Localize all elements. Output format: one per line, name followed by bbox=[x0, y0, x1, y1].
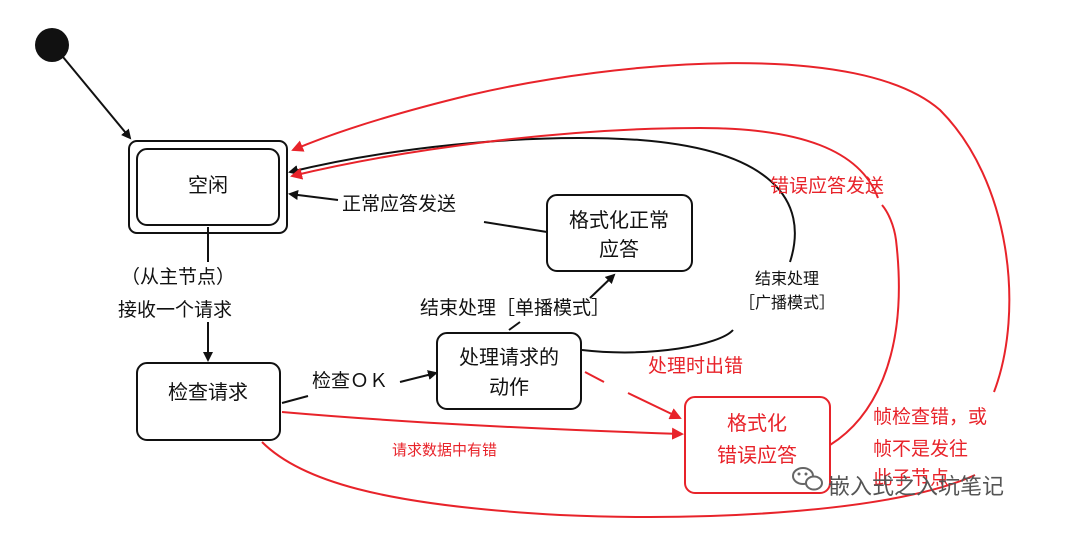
edge-check-to-process bbox=[399, 370, 438, 383]
edge-process-to-format-normal bbox=[589, 273, 616, 299]
initial-state-dot bbox=[35, 28, 69, 62]
edge-broadcast-lower bbox=[581, 329, 734, 354]
state-process-action-line1: 处理请求的 bbox=[459, 345, 559, 369]
state-idle-label: 空闲 bbox=[188, 173, 228, 197]
state-format-error-line1: 格式化 bbox=[727, 411, 787, 435]
label-receive-line2: 接收一个请求 bbox=[118, 299, 232, 321]
state-process-action: 处理请求的 动作 bbox=[436, 332, 582, 410]
edge-format-normal-to-idle bbox=[288, 190, 339, 201]
edge-check-to-format-error bbox=[281, 411, 684, 440]
label-process-error: 处理时出错 bbox=[648, 355, 743, 377]
label-receive-line1: （从主节点） bbox=[121, 266, 235, 288]
state-format-normal-line2: 应答 bbox=[599, 237, 639, 261]
label-frame-error-line1: 帧检查错，或 bbox=[873, 406, 987, 428]
edge-process-to-format-error bbox=[627, 392, 682, 420]
state-format-normal: 格式化正常 应答 bbox=[546, 194, 693, 272]
edge-frame-error-to-idle bbox=[291, 62, 1011, 393]
wechat-icon bbox=[792, 467, 823, 491]
label-frame-error-line2: 帧不是发往 bbox=[873, 438, 968, 460]
label-end-broadcast-line1: 结束处理 bbox=[755, 269, 819, 288]
state-check-request: 检查请求 bbox=[136, 362, 281, 441]
state-format-error: 格式化 错误应答 bbox=[684, 396, 831, 494]
state-check-request-label: 检查请求 bbox=[168, 380, 248, 404]
edge-format-normal-start bbox=[483, 221, 548, 233]
state-format-normal-line1: 格式化正常 bbox=[569, 208, 669, 232]
state-process-action-line2: 动作 bbox=[489, 375, 529, 399]
label-normal-reply-send: 正常应答发送 bbox=[342, 193, 456, 215]
edge-process-up-start bbox=[508, 321, 521, 331]
label-end-unicast: 结束处理［单播模式］ bbox=[420, 297, 610, 319]
watermark: 嵌入式之入坑笔记 bbox=[792, 467, 1004, 500]
edge-check-ok-start bbox=[281, 395, 309, 404]
edge-format-error-up bbox=[829, 204, 900, 446]
label-end-broadcast-line2: ［广播模式］ bbox=[739, 293, 835, 312]
edge-broadcast-to-idle bbox=[288, 137, 796, 263]
edge-process-error-start bbox=[584, 371, 605, 383]
initial-arrow bbox=[62, 56, 132, 140]
state-format-error-line2: 错误应答 bbox=[717, 443, 797, 467]
edge-error-reply-to-idle bbox=[290, 126, 879, 199]
label-check-ok: 检查ＯＫ bbox=[312, 370, 388, 392]
label-error-reply-send: 错误应答发送 bbox=[770, 175, 884, 197]
label-frame-error-line3: 此子节点 bbox=[873, 467, 949, 489]
state-idle: 空闲 bbox=[128, 140, 288, 234]
label-request-data-error: 请求数据中有错 bbox=[392, 441, 497, 459]
watermark-text: 嵌入式之入坑笔记 bbox=[828, 475, 1004, 500]
edge-frame-error-bottom bbox=[261, 441, 976, 518]
